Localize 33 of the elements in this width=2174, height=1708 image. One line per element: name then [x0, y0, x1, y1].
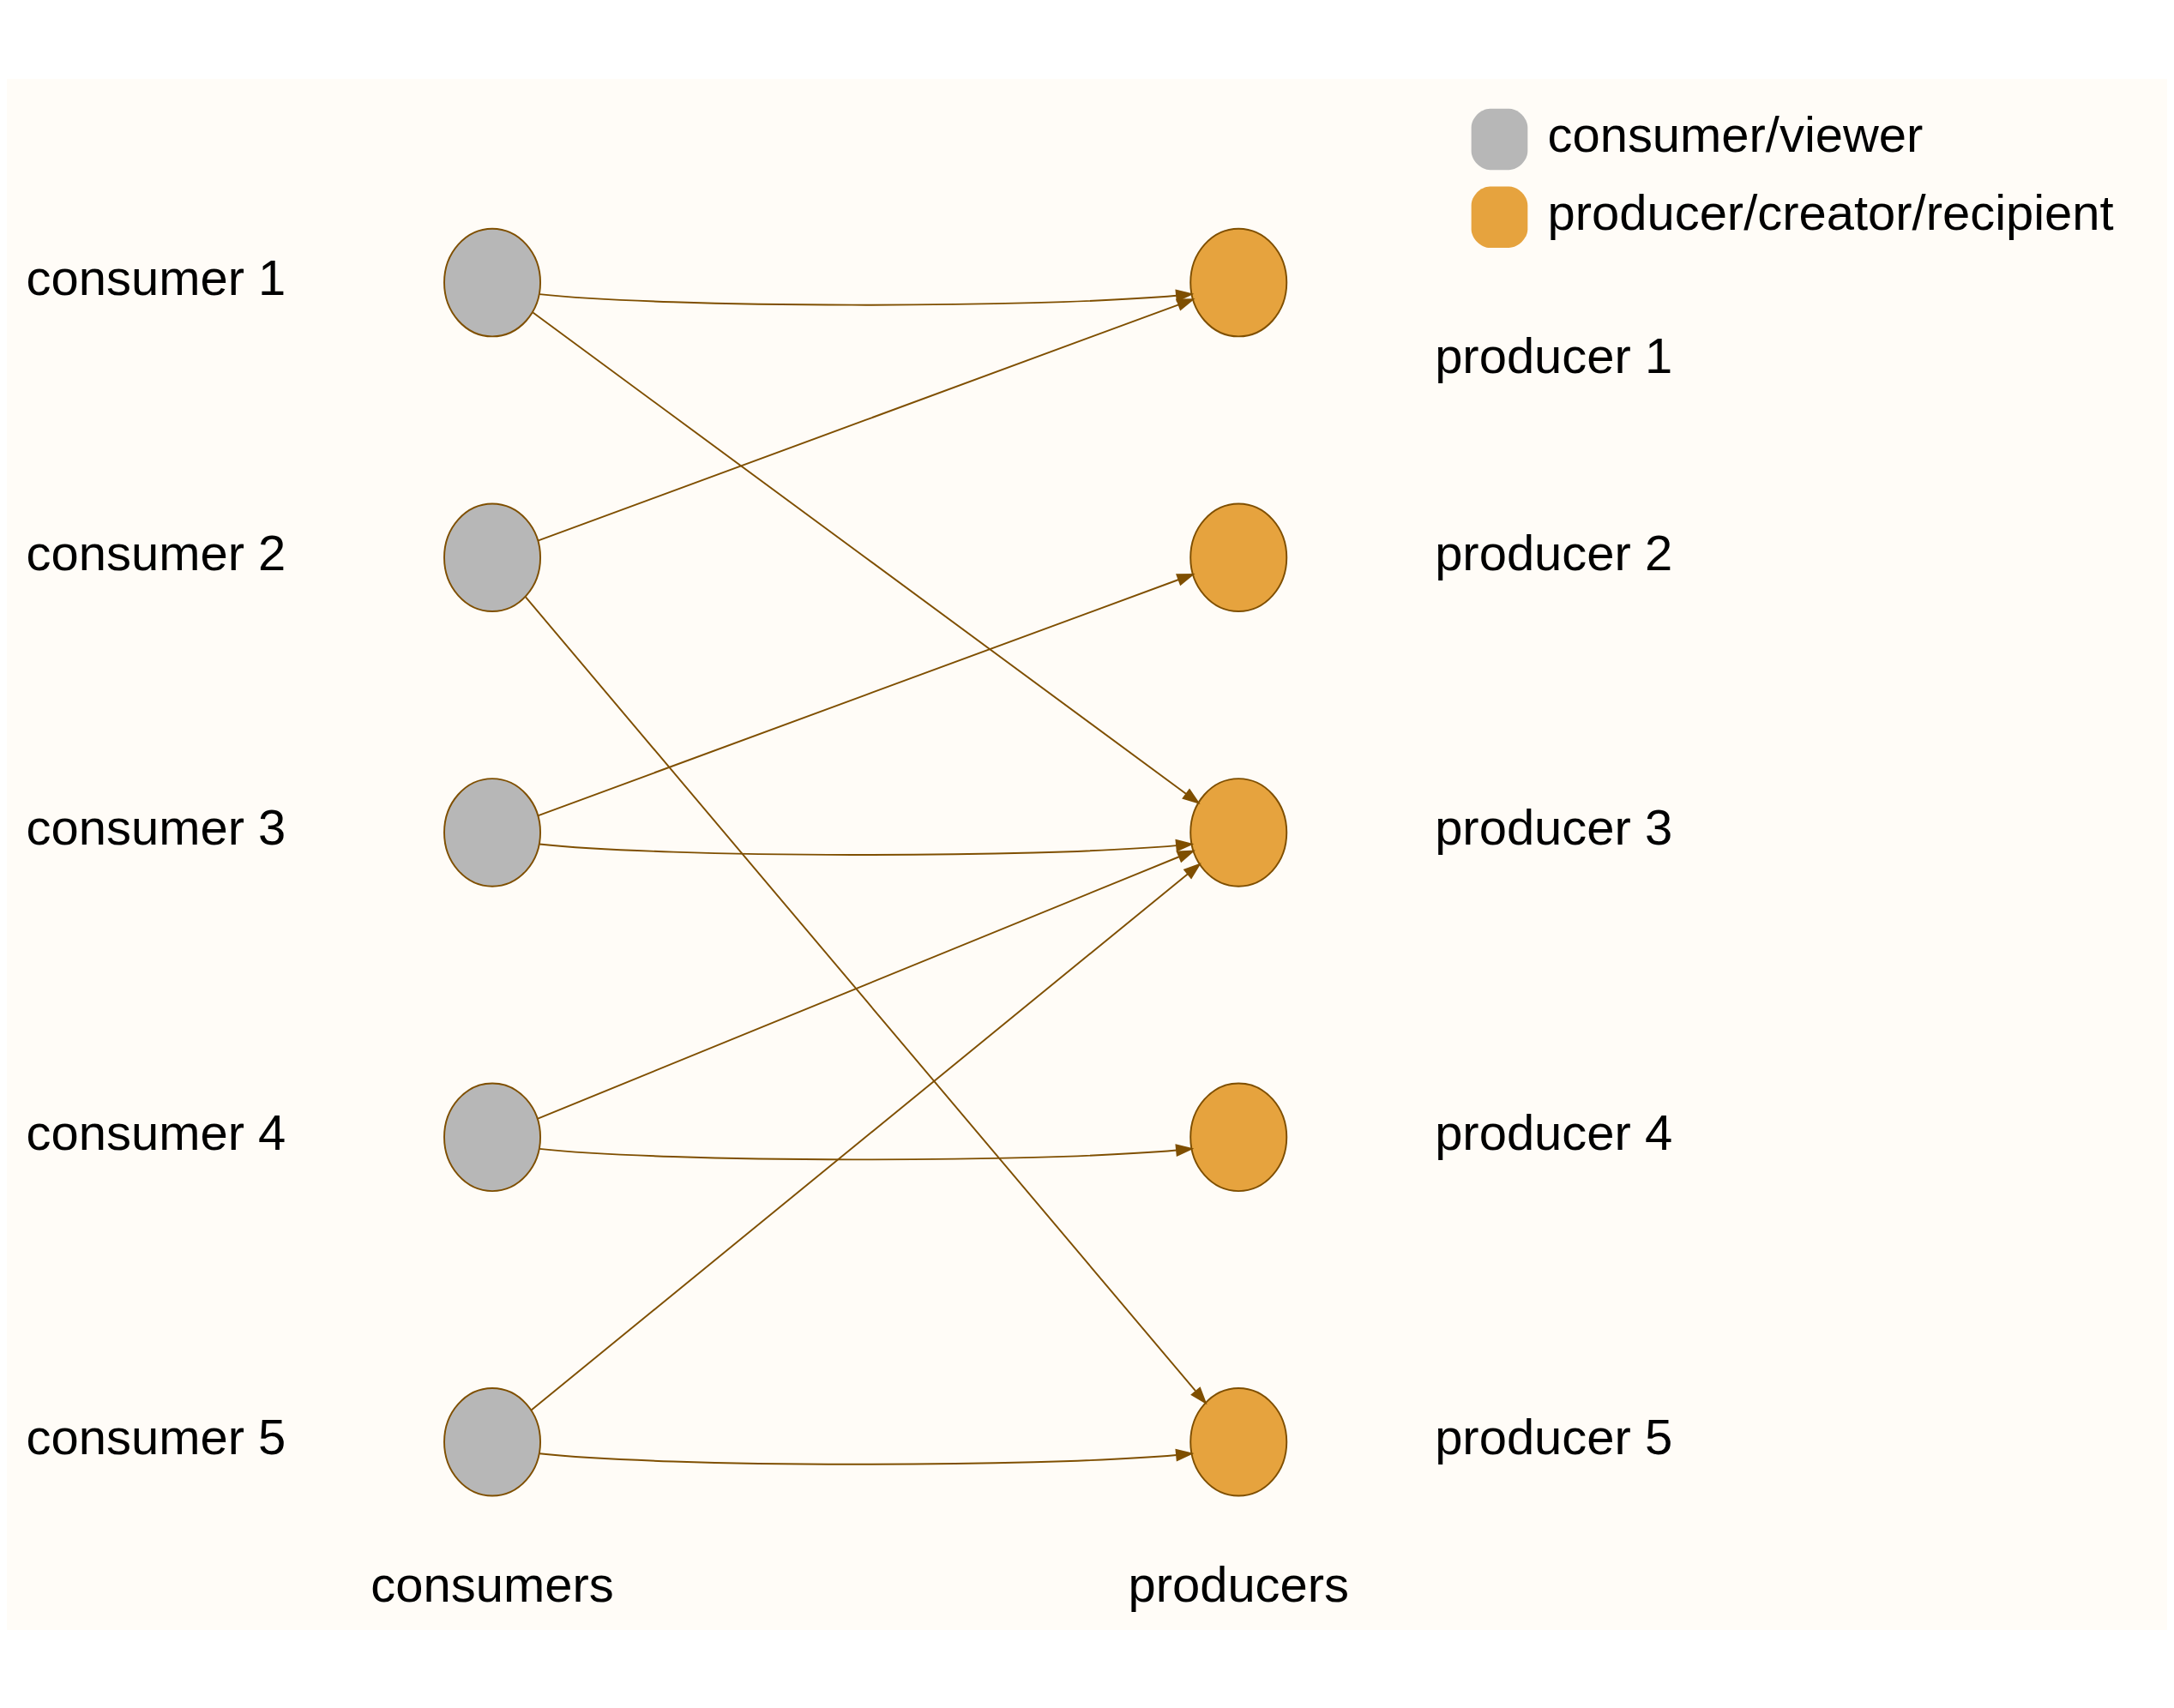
node-circle [443, 777, 541, 887]
arrow [537, 298, 1195, 541]
arrow [530, 862, 1201, 1410]
node-label: consumer 1 [26, 250, 286, 305]
label: producers [1128, 1556, 1350, 1612]
node-label: consumer 5 [26, 1409, 286, 1464]
arrow [537, 573, 1195, 816]
legend-label: consumer/viewer [1547, 106, 1924, 162]
node-label: producer 4 [1435, 1104, 1673, 1160]
node-circle [1189, 777, 1288, 887]
node-label: producer 2 [1435, 525, 1673, 580]
node-circle [1189, 502, 1288, 612]
node-label: producer 1 [1435, 328, 1673, 383]
node-circle [1189, 1082, 1288, 1192]
arrow [537, 849, 1195, 1120]
node-label: consumer 4 [26, 1104, 286, 1160]
arrow [539, 1143, 1195, 1160]
arrow [539, 1448, 1195, 1465]
node-circle [443, 227, 541, 337]
node-label: producer 3 [1435, 799, 1673, 855]
node-label: consumer 2 [26, 525, 286, 580]
node-circle [443, 502, 541, 612]
arrow [539, 288, 1195, 306]
node-circle [443, 1386, 541, 1496]
arrow [532, 311, 1201, 804]
node-label: producer 5 [1435, 1409, 1673, 1464]
legend-label: producer/creator/recipient [1547, 184, 2114, 240]
node-circle [1189, 227, 1288, 337]
node-circle [443, 1082, 541, 1192]
node-label: consumer 3 [26, 799, 286, 855]
arrow [539, 839, 1195, 856]
arrow [524, 595, 1207, 1404]
label: consumers [370, 1556, 614, 1612]
